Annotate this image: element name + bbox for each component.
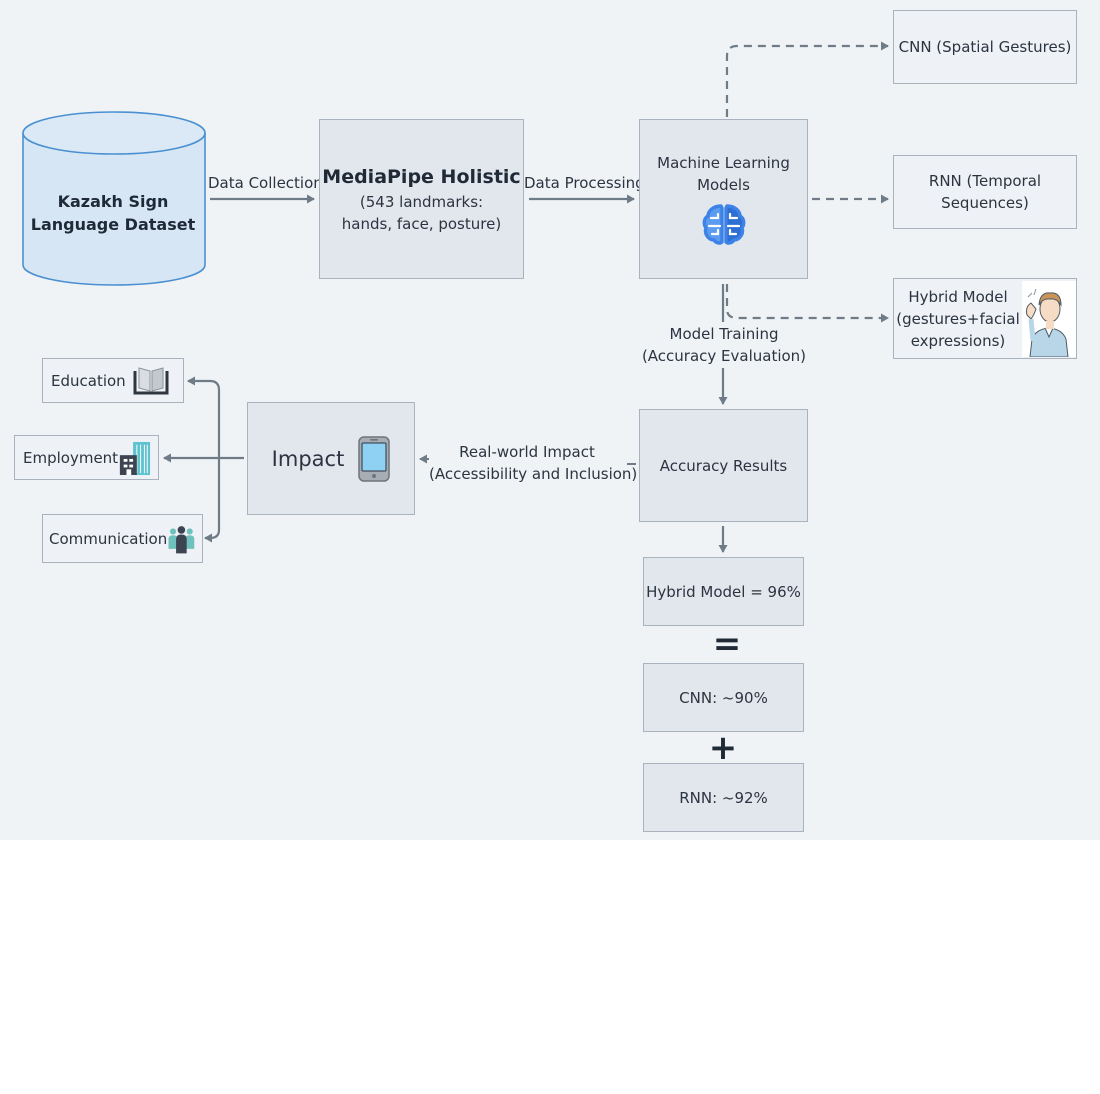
- rnn-accuracy-box: RNN: ~92%: [643, 763, 804, 832]
- mediapipe-title: MediaPipe Holistic: [322, 166, 521, 188]
- employment-label: Employment: [23, 448, 119, 467]
- model-training-line1: Model Training: [669, 325, 779, 343]
- rnn-model-box: RNN (Temporal Sequences): [893, 155, 1077, 229]
- connector-layer: [163, 41, 889, 553]
- cnn-accuracy-box: CNN: ~90%: [643, 663, 804, 732]
- communication-label: Communication: [49, 529, 168, 548]
- hybrid-model-line3: expressions): [910, 331, 1006, 350]
- hybrid-model-line2: (gestures+facial: [896, 309, 1020, 328]
- data-processing-label: Data Processing: [524, 174, 645, 192]
- model-training-line2: (Accuracy Evaluation): [641, 347, 807, 365]
- hybrid-model-line1: Hybrid Model: [908, 287, 1008, 306]
- diagram-canvas: Kazakh Sign Language Dataset Data Collec…: [0, 0, 1100, 840]
- employment-box: Employment: [14, 435, 159, 480]
- mediapipe-line2: hands, face, posture): [341, 215, 502, 233]
- rnn-model-line1: RNN (Temporal: [928, 172, 1042, 190]
- communication-box: Communication: [42, 514, 203, 563]
- hybrid-model-text: Hybrid Model (gestures+facial expression…: [894, 286, 1022, 352]
- mediapipe-box: MediaPipe Holistic (543 landmarks: hands…: [319, 119, 524, 279]
- realworld-line1: Real-world Impact: [459, 443, 595, 461]
- building-icon: [119, 441, 151, 475]
- arrow-to-hybrid: [725, 284, 889, 323]
- hybrid-accuracy-label: Hybrid Model = 96%: [646, 582, 801, 601]
- tablet-icon: [358, 435, 391, 482]
- dataset-label: Kazakh Sign Language Dataset: [22, 190, 204, 236]
- dataset-cylinder: [22, 111, 206, 286]
- ml-models-box: Machine Learning Models: [639, 119, 808, 279]
- arrow-to-education: [187, 376, 221, 458]
- data-collection-label: Data Collection: [208, 174, 323, 192]
- model-training-label: Model Training (Accuracy Evaluation): [640, 323, 808, 367]
- book-icon: [133, 366, 169, 394]
- cnn-model-label: CNN (Spatial Gestures): [898, 38, 1072, 56]
- dataset-line2: Language Dataset: [30, 215, 196, 234]
- ml-line1: Machine Learning: [657, 154, 790, 172]
- plus-sign: +: [708, 728, 738, 768]
- hybrid-accuracy-box: Hybrid Model = 96%: [643, 557, 804, 626]
- people-group-icon: [168, 525, 195, 553]
- dataset-line1: Kazakh Sign: [57, 192, 169, 211]
- rnn-accuracy-label: RNN: ~92%: [679, 788, 768, 807]
- signing-person-icon: [1022, 280, 1076, 357]
- realworld-line2: (Accessibility and Inclusion): [429, 465, 638, 483]
- cnn-accuracy-label: CNN: ~90%: [679, 688, 768, 707]
- accuracy-results-box: Accuracy Results: [639, 409, 808, 522]
- accuracy-results-label: Accuracy Results: [659, 456, 788, 475]
- equals-sign: =: [712, 624, 742, 664]
- education-box: Education: [42, 358, 184, 403]
- impact-label: Impact: [271, 446, 345, 471]
- arrow-to-communication: [204, 458, 221, 543]
- rnn-model-line2: Sequences): [941, 194, 1029, 212]
- brain-icon: [702, 204, 745, 245]
- mediapipe-line1: (543 landmarks:: [359, 193, 484, 211]
- hybrid-model-box: Hybrid Model (gestures+facial expression…: [893, 278, 1077, 359]
- ml-line2: Models: [697, 176, 750, 194]
- arrow-to-cnn: [725, 41, 889, 117]
- education-label: Education: [51, 371, 126, 390]
- cnn-model-box: CNN (Spatial Gestures): [893, 10, 1077, 84]
- realworld-impact-label: Real-world Impact (Accessibility and Inc…: [429, 441, 638, 485]
- impact-box: Impact: [247, 402, 415, 515]
